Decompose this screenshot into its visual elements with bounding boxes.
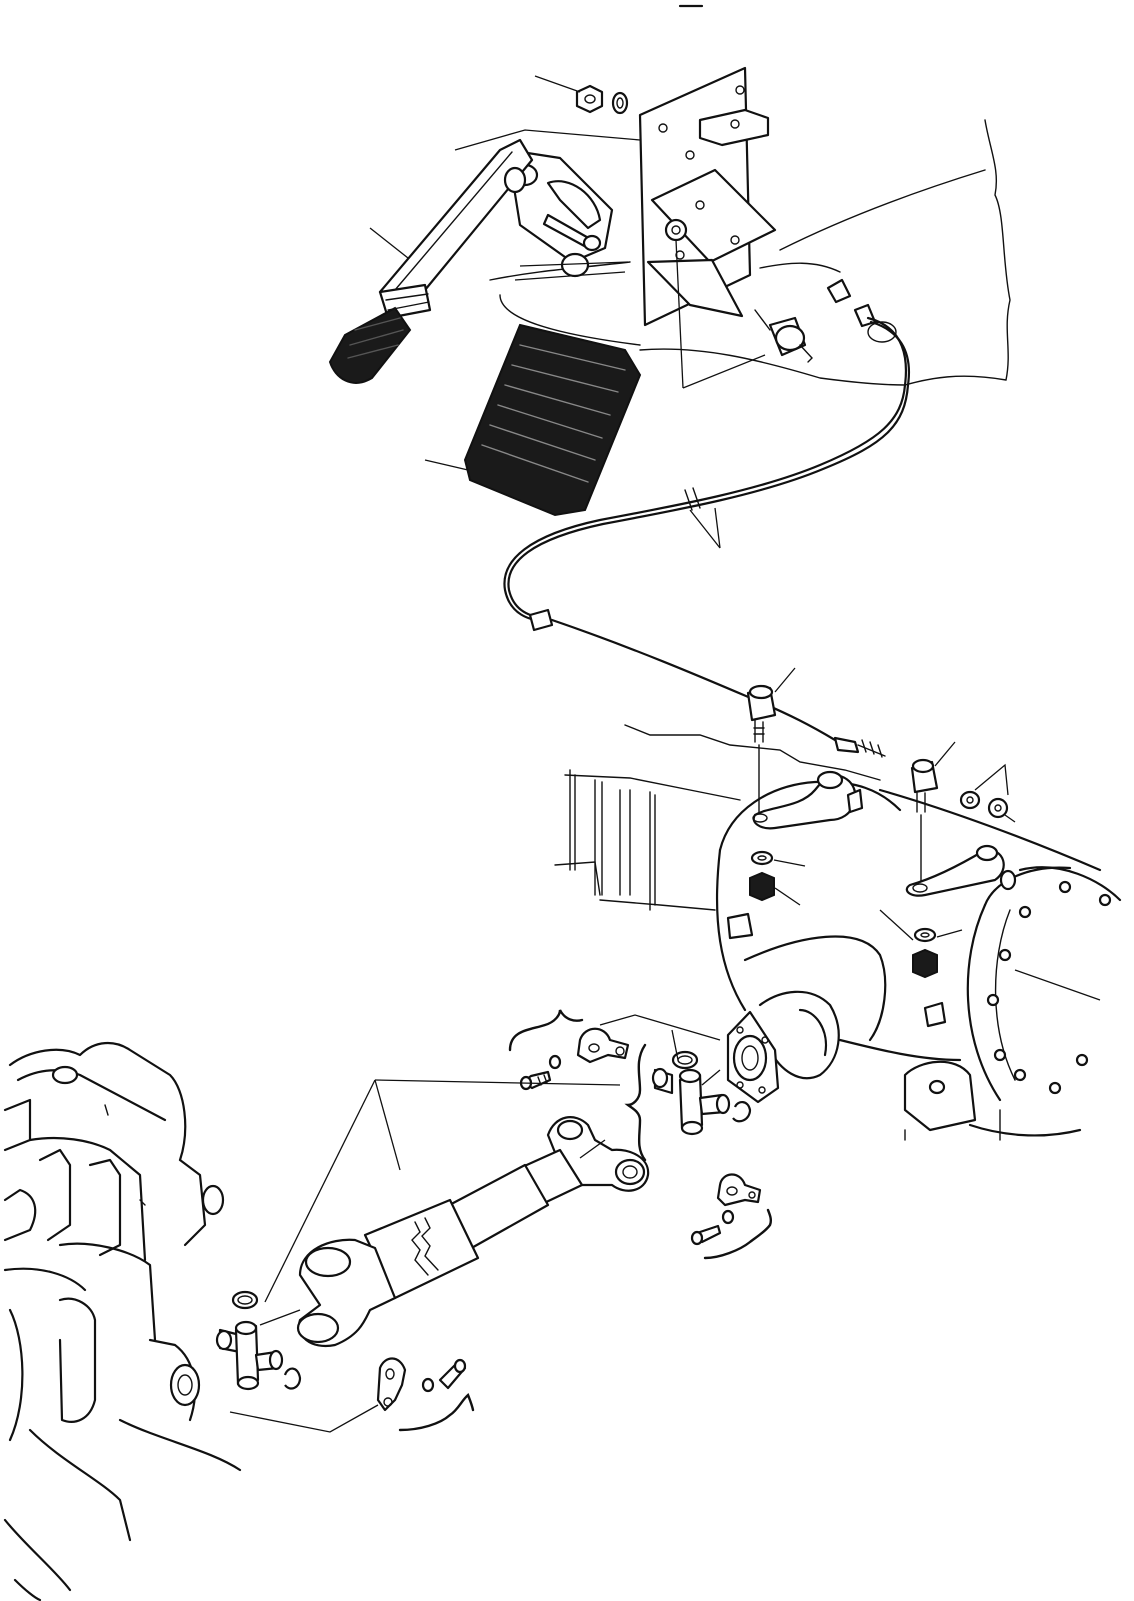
cable-clevis-left xyxy=(746,667,796,816)
accelerator-pedal xyxy=(424,323,642,517)
universal-joint-lower xyxy=(215,1290,302,1391)
nut-and-washer xyxy=(534,75,629,115)
strap-kit-right xyxy=(690,1173,773,1260)
mounting-bracket xyxy=(638,66,777,327)
brake-switch xyxy=(675,239,813,389)
parking-brake-lever xyxy=(328,129,641,384)
nuts-pair xyxy=(959,763,1016,823)
cable-clevis-right xyxy=(910,741,956,886)
control-cable xyxy=(503,278,911,758)
axle-lever-right xyxy=(905,844,1017,897)
axle-housing xyxy=(554,724,1122,1141)
lever-washers-nuts xyxy=(749,850,963,979)
strap-kit-lower xyxy=(229,1357,475,1433)
universal-joint-upper xyxy=(624,1029,752,1162)
pinion-yoke xyxy=(726,990,840,1104)
propeller-shaft xyxy=(264,1079,650,1348)
strap-kit-upper xyxy=(508,1009,721,1091)
axle-lever-left xyxy=(752,770,864,830)
transmission-housing xyxy=(3,1042,242,1601)
cab-floor-panel xyxy=(489,119,1011,386)
